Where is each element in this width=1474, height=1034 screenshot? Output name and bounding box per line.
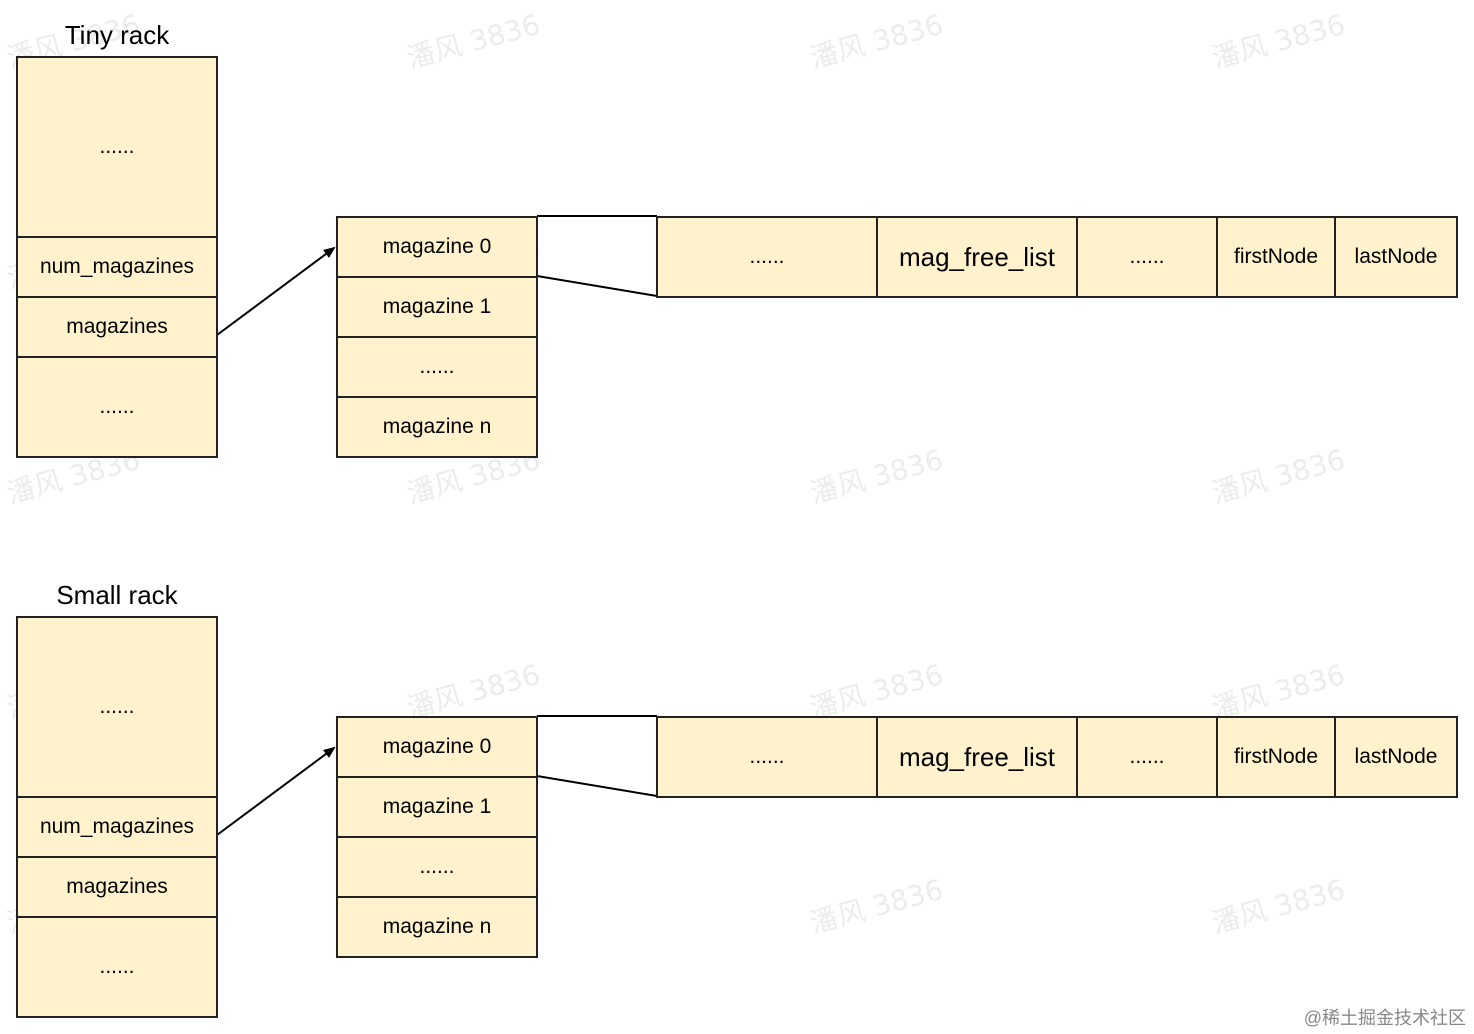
magazine-field-ellipsis: ......	[1076, 716, 1218, 798]
magazine-field-first-node: firstNode	[1216, 216, 1336, 298]
magazine-field-ellipsis: ......	[1076, 216, 1218, 298]
expand-line-bottom	[536, 275, 658, 297]
magazine-entry-ellipsis: ......	[336, 836, 538, 898]
magazine-entry-1: magazine 1	[336, 276, 538, 338]
magazine-field-first-node: firstNode	[1216, 716, 1336, 798]
expand-line-bottom	[536, 775, 658, 797]
magazine-field-last-node: lastNode	[1334, 216, 1458, 298]
rack-field-magazines: magazines	[16, 296, 218, 358]
magazine-field-mag-free-list: mag_free_list	[876, 716, 1078, 798]
magazine-entry-0: magazine 0	[336, 716, 538, 778]
magazines-pointer-arrow	[216, 746, 336, 836]
rack-title: Tiny rack	[64, 20, 170, 50]
magazines-pointer-arrow	[216, 246, 336, 336]
magazine-field-last-node: lastNode	[1334, 716, 1458, 798]
rack-field-num-magazines: num_magazines	[16, 236, 218, 298]
magazine-entry-n: magazine n	[336, 396, 538, 458]
rack-field-num-magazines: num_magazines	[16, 796, 218, 858]
rack-title: Small rack	[56, 580, 178, 610]
magazine-entry-ellipsis: ......	[336, 336, 538, 398]
source-credit: @稀土掘金技术社区	[1303, 1008, 1466, 1028]
rack-field-ellipsis: ......	[16, 616, 218, 798]
rack-field-ellipsis: ......	[16, 916, 218, 1018]
magazine-entry-1: magazine 1	[336, 776, 538, 838]
magazine-entry-0: magazine 0	[336, 216, 538, 278]
rack-field-ellipsis: ......	[16, 56, 218, 238]
rack-field-magazines: magazines	[16, 856, 218, 918]
magazine-field-mag-free-list: mag_free_list	[876, 216, 1078, 298]
magazine-entry-n: magazine n	[336, 896, 538, 958]
rack-field-ellipsis: ......	[16, 356, 218, 458]
magazine-field-ellipsis: ......	[656, 716, 878, 798]
magazine-field-ellipsis: ......	[656, 216, 878, 298]
